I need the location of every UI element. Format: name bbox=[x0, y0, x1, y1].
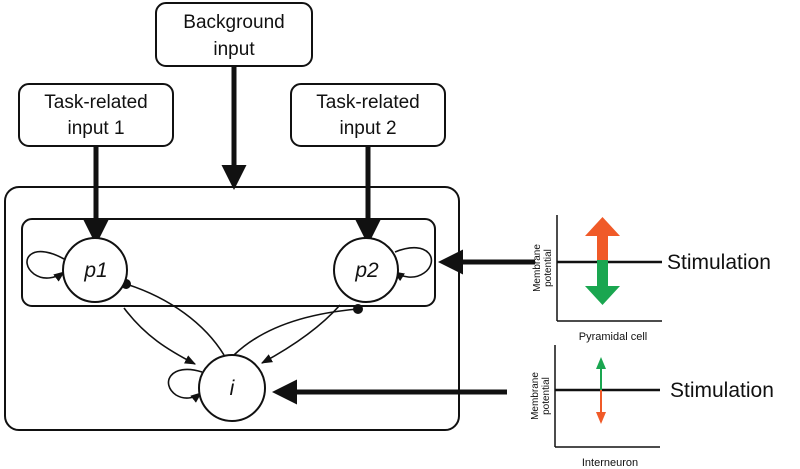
inhibit-icon bbox=[585, 260, 620, 305]
node-i: i bbox=[198, 354, 266, 422]
p2-to-i-connection bbox=[261, 304, 341, 364]
p1-self-loop bbox=[26, 250, 65, 282]
p1-to-i-connection bbox=[123, 307, 196, 365]
inhibit-icon bbox=[596, 357, 606, 390]
interneuron-ylabel-2: potential bbox=[541, 377, 552, 415]
pyramidal-stimulation-panel: Membrane potential Pyramidal cell Stimul… bbox=[532, 215, 771, 343]
pyramidal-ylabel-1: Membrane bbox=[532, 244, 543, 292]
interneuron-caption: Interneuron bbox=[582, 457, 638, 469]
i-self-loop bbox=[167, 368, 203, 403]
interneuron-stimulation-label: Stimulation bbox=[670, 379, 774, 402]
task-input-1-box: Task-related input 1 bbox=[18, 83, 174, 147]
task-input-1-line1: Task-related bbox=[44, 92, 148, 113]
excite-icon bbox=[585, 217, 620, 264]
task-input-2-box: Task-related input 2 bbox=[290, 83, 446, 147]
pyramidal-stimulation-label: Stimulation bbox=[667, 251, 771, 274]
node-p1: p1 bbox=[62, 237, 128, 303]
node-p2: p2 bbox=[333, 237, 399, 303]
task-input-2-line1: Task-related bbox=[316, 92, 420, 113]
i-to-p2-inhibition-dot bbox=[353, 304, 363, 314]
interneuron-stimulation-panel: Membrane potential Interneuron Stimulati… bbox=[530, 345, 774, 469]
pyramidal-caption: Pyramidal cell bbox=[579, 331, 647, 343]
i-to-p1-inhibition bbox=[125, 283, 225, 356]
background-input-line2: input bbox=[213, 39, 255, 60]
node-p1-label: p1 bbox=[83, 259, 107, 282]
task-input-2-line2: input 2 bbox=[339, 118, 396, 139]
background-input-line1: Background bbox=[183, 12, 284, 33]
p2-self-loop bbox=[393, 246, 433, 282]
task-input-1-line2: input 1 bbox=[67, 118, 124, 139]
i-to-p2-inhibition bbox=[233, 308, 359, 356]
excite-icon bbox=[596, 390, 606, 424]
interneuron-ylabel-1: Membrane bbox=[530, 372, 541, 420]
background-input-box: Background input bbox=[155, 2, 313, 67]
node-p2-label: p2 bbox=[354, 259, 379, 282]
pyramidal-ylabel-2: potential bbox=[543, 249, 554, 287]
pyramidal-population-box bbox=[21, 218, 436, 307]
node-i-label: i bbox=[230, 377, 236, 400]
